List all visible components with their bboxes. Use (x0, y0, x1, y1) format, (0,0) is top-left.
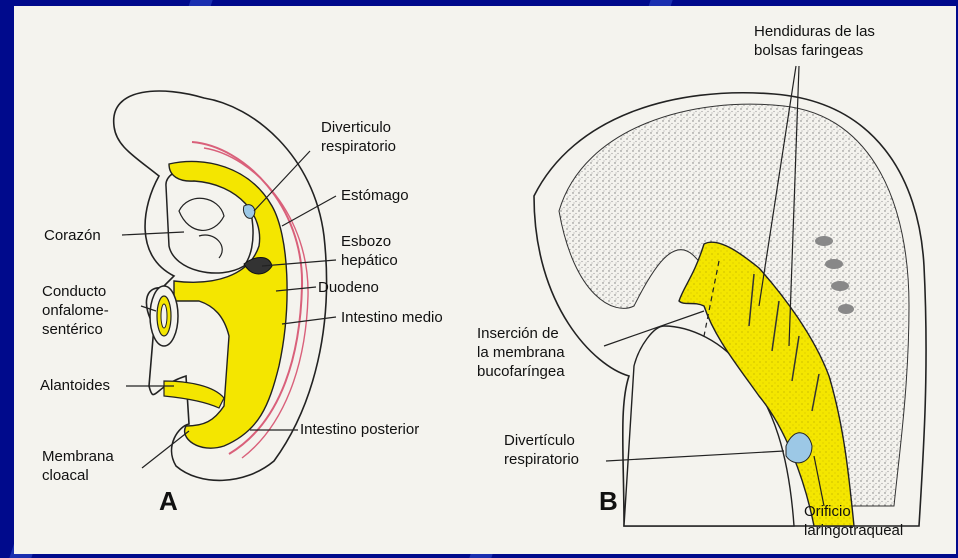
label-diverticulo-respiratorio-b: Divertículo respiratorio (504, 431, 579, 469)
label-alantoides: Alantoides (40, 376, 110, 395)
label-orificio-laringotraqueal: Orificio laringotraqueal (804, 502, 903, 540)
label-hendiduras-bolsas-faringeas: Hendiduras de las bolsas faringeas (754, 22, 875, 60)
label-insercion-membrana-bucofaringea: Inserción de la membrana bucofaríngea (477, 324, 565, 381)
panel-a-letter: A (159, 486, 178, 517)
label-intestino-medio: Intestino medio (341, 308, 443, 327)
label-duodeno: Duodeno (318, 278, 379, 297)
panel-a-embryo (114, 91, 327, 480)
label-diverticulo-respiratorio-a: Diverticulo respiratorio (321, 118, 396, 156)
figure-panel: Diverticulo respiratorio Estómago Corazó… (14, 6, 956, 554)
label-estomago: Estómago (341, 186, 409, 205)
label-corazon: Corazón (44, 226, 101, 245)
panel-b-letter: B (599, 486, 618, 517)
panel-b-embryo (534, 93, 926, 526)
label-intestino-posterior: Intestino posterior (300, 420, 419, 439)
embryo-diagram (14, 6, 956, 554)
label-membrana-cloacal: Membrana cloacal (42, 447, 114, 485)
label-conducto-onfalomesenterico: Conducto onfalome- sentérico (42, 282, 109, 339)
label-esbozo-hepatico: Esbozo hepático (341, 232, 398, 270)
